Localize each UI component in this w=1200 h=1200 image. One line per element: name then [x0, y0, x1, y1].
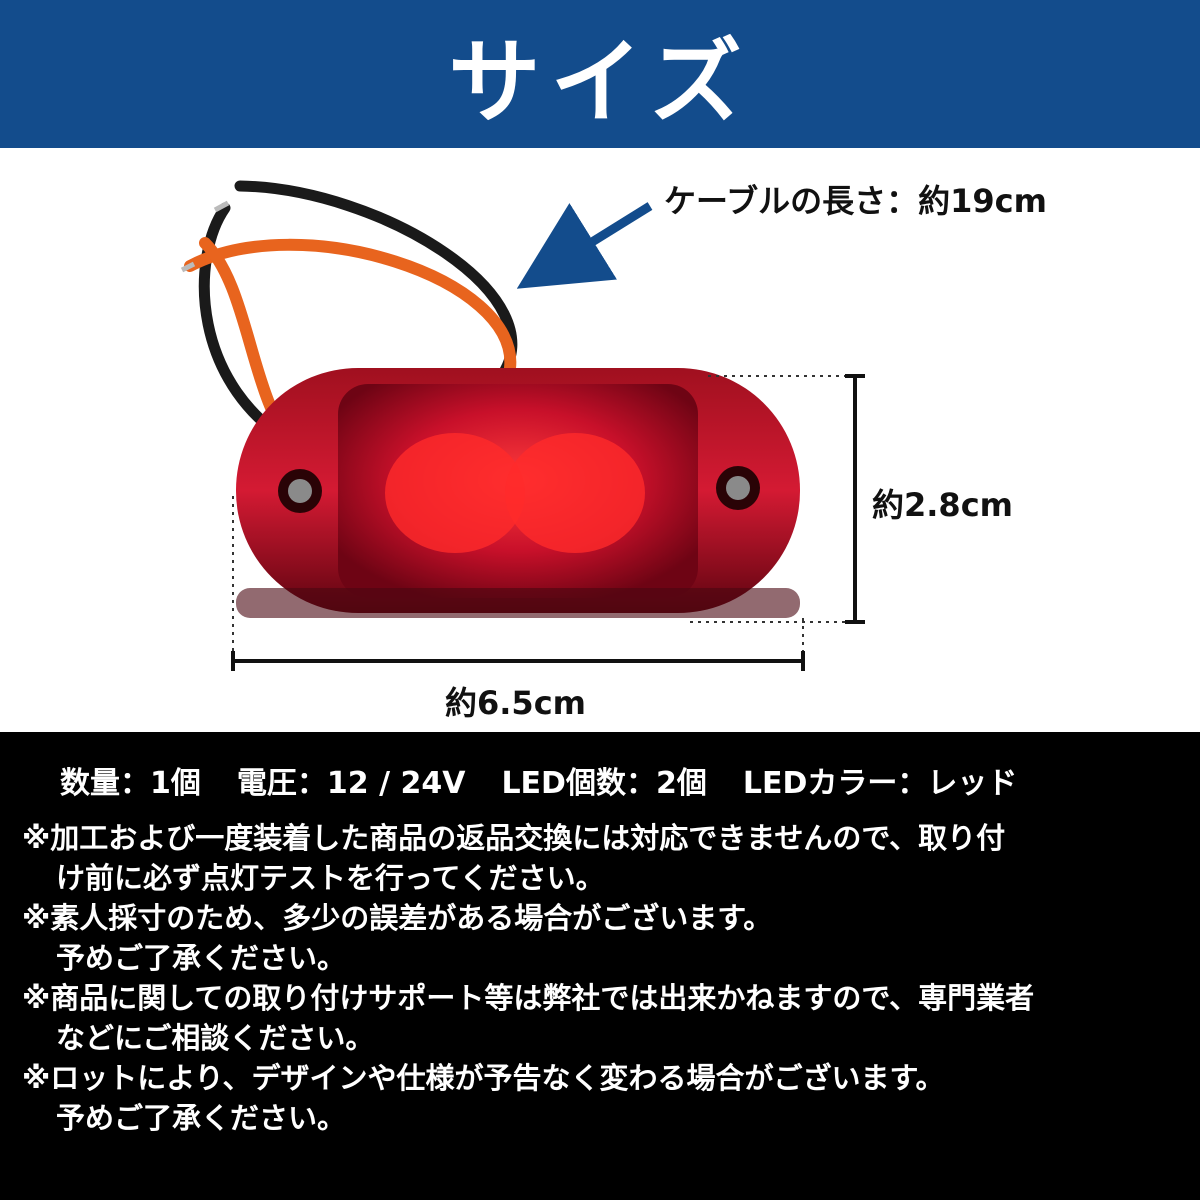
cable-pointer-arrow: [516, 202, 653, 289]
height-dimension: [690, 374, 865, 624]
spec-led-color: LEDカラー：レッド: [742, 766, 1018, 801]
page-title: サイズ: [448, 28, 752, 136]
cable-length-label: ケーブルの長さ：約19cm: [664, 182, 1047, 220]
led-marker-lamp: [236, 368, 800, 618]
note-line: ※商品に関しての取り付けサポート等は弊社では出来かねますので、専門業者: [22, 981, 1035, 1015]
info-panel: 数量：1個 電圧：12 / 24V LED個数：2個 LEDカラー：レッド ※加…: [0, 732, 1200, 1200]
width-dimension: [231, 496, 805, 671]
note-line: ※素人採寸のため、多少の誤差がある場合がございます。: [22, 901, 773, 935]
note-line: ※加工および一度装着した商品の返品交換には対応できませんので、取り付: [22, 821, 1006, 855]
notes-list: ※加工および一度装着した商品の返品交換には対応できませんので、取り付 け前に必ず…: [22, 818, 1182, 1138]
note-line: け前に必ず点灯テストを行ってください。: [56, 861, 605, 895]
product-photo-area: ケーブルの長さ：約19cm 約2.8cm 約6.5cm: [0, 148, 1200, 732]
note-line: 予めご了承ください。: [56, 941, 347, 975]
note-line: ※ロットにより、デザインや仕様が予告なく変わる場合がございます。: [22, 1061, 945, 1095]
height-label: 約2.8cm: [872, 486, 1014, 524]
note-line: などにご相談ください。: [56, 1021, 375, 1055]
product-illustration: [180, 180, 865, 671]
spec-led-count: LED個数：2個: [501, 766, 707, 801]
note-line: 予めご了承ください。: [56, 1101, 347, 1135]
spec-row: 数量：1個 電圧：12 / 24V LED個数：2個 LEDカラー：レッド: [60, 758, 1017, 802]
spec-voltage: 電圧：12 / 24V: [236, 766, 466, 801]
spec-quantity: 数量：1個: [60, 766, 201, 801]
header-banner: サイズ: [0, 0, 1200, 148]
width-label: 約6.5cm: [445, 684, 587, 722]
